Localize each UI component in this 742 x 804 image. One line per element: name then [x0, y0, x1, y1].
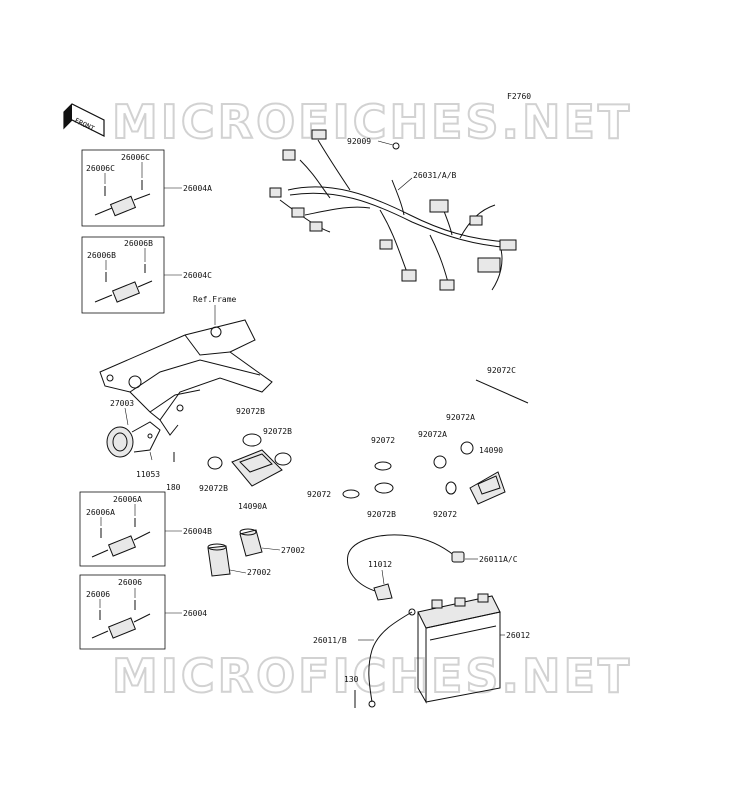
- box-26004C: [81, 236, 165, 314]
- label-92072-b: 92072: [307, 490, 331, 499]
- clamp-92072-c: [445, 481, 457, 495]
- label-92009: 92009: [347, 137, 371, 146]
- label-92072-a: 92072: [371, 436, 395, 445]
- clamp-92072-a: [374, 461, 392, 471]
- battery-26012: [417, 593, 501, 704]
- label-26011B: 26011/B: [313, 636, 347, 645]
- clamp-92072B-d: [374, 482, 394, 494]
- connector-26004A: [94, 193, 151, 217]
- label-14090A: 14090A: [238, 502, 267, 511]
- label-26006B-a: 26006B: [124, 239, 153, 248]
- clamp-92072A-a: [460, 441, 474, 455]
- label-26011AC: 26011A/C: [479, 555, 518, 564]
- label-130: 130: [344, 675, 359, 684]
- label-26006C-a: 26006C: [121, 153, 150, 162]
- label-26006C-b: 26006C: [86, 164, 115, 173]
- label-26006B-b: 26006B: [87, 251, 116, 260]
- label-26004C: 26004C: [183, 271, 212, 280]
- label-92072C: 92072C: [487, 366, 516, 375]
- label-92072-c: 92072: [433, 510, 457, 519]
- clamp-92072B-b: [274, 452, 292, 466]
- cable-26011AC: [346, 534, 465, 601]
- watermark-bottom: MICROFICHES.NET: [112, 649, 632, 703]
- label-14090: 14090: [479, 446, 503, 455]
- front-arrow-icon: FRONT: [63, 103, 105, 137]
- connector-26004C: [94, 280, 153, 303]
- cap-27002-b: [207, 543, 231, 577]
- cable-26011B: [368, 608, 416, 708]
- label-92072B-d: 92072B: [367, 510, 396, 519]
- label-26004: 26004: [183, 609, 207, 618]
- label-ref-frame: Ref.Frame: [193, 295, 237, 304]
- label-26006A-a: 26006A: [113, 495, 142, 504]
- label-26004B: 26004B: [183, 527, 212, 536]
- box-26004B: [79, 491, 166, 567]
- label-26004A: 26004A: [183, 184, 212, 193]
- clamp-92072B-c: [207, 456, 223, 470]
- label-27002-b: 27002: [247, 568, 271, 577]
- connector-26004B: [91, 531, 151, 558]
- frame-part: [99, 319, 273, 436]
- label-26006A-b: 26006A: [86, 508, 115, 517]
- relay-14090A: [231, 449, 283, 487]
- leader-92009: [377, 140, 394, 146]
- label-26006-b: 26006: [86, 590, 110, 599]
- label-92072A-a: 92072A: [446, 413, 475, 422]
- figure-code: F2760: [507, 92, 531, 101]
- leader-26031: [397, 177, 413, 191]
- label-11012: 11012: [368, 560, 392, 569]
- label-27003: 27003: [110, 399, 134, 408]
- label-27002-a: 27002: [281, 546, 305, 555]
- label-92072B-c: 92072B: [199, 484, 228, 493]
- horn-part: [106, 421, 161, 458]
- connector-26004: [91, 613, 151, 639]
- main-harness: [269, 129, 517, 291]
- relay-14090: [469, 471, 506, 505]
- label-26006-a: 26006: [118, 578, 142, 587]
- box-26004: [79, 574, 166, 650]
- label-11053: 11053: [136, 470, 160, 479]
- label-180: 180: [166, 483, 181, 492]
- label-92072B-a: 92072B: [236, 407, 265, 416]
- label-92072B-b: 92072B: [263, 427, 292, 436]
- watermark-top: MICROFICHES.NET: [112, 95, 632, 149]
- label-26012: 26012: [506, 631, 530, 640]
- clamp-92072-b: [342, 489, 360, 499]
- label-26031: 26031/A/B: [413, 171, 457, 180]
- clamp-92072B-a: [242, 433, 262, 447]
- tie-92072C: [475, 379, 529, 404]
- clamp-92072A-b: [433, 455, 447, 469]
- label-92072A-b: 92072A: [418, 430, 447, 439]
- cap-27002-a: [239, 528, 263, 557]
